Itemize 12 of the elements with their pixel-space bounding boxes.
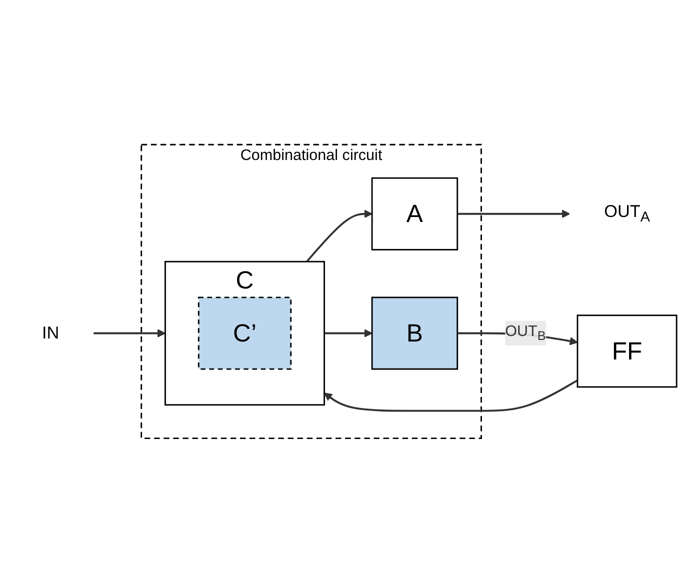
arrow xyxy=(457,210,570,218)
node-box: A xyxy=(371,177,458,250)
edge-label: OUT$_{B}$ xyxy=(505,324,546,343)
arrow xyxy=(324,329,372,338)
node-box: B xyxy=(371,296,458,370)
node-box: FF xyxy=(576,314,678,388)
arrow xyxy=(324,379,578,412)
node-text: IN xyxy=(42,323,60,342)
arrow xyxy=(94,329,166,338)
arrow xyxy=(306,210,372,262)
node-box: C’ xyxy=(198,296,292,370)
node-text: OUT$_{A}$ xyxy=(604,202,650,226)
